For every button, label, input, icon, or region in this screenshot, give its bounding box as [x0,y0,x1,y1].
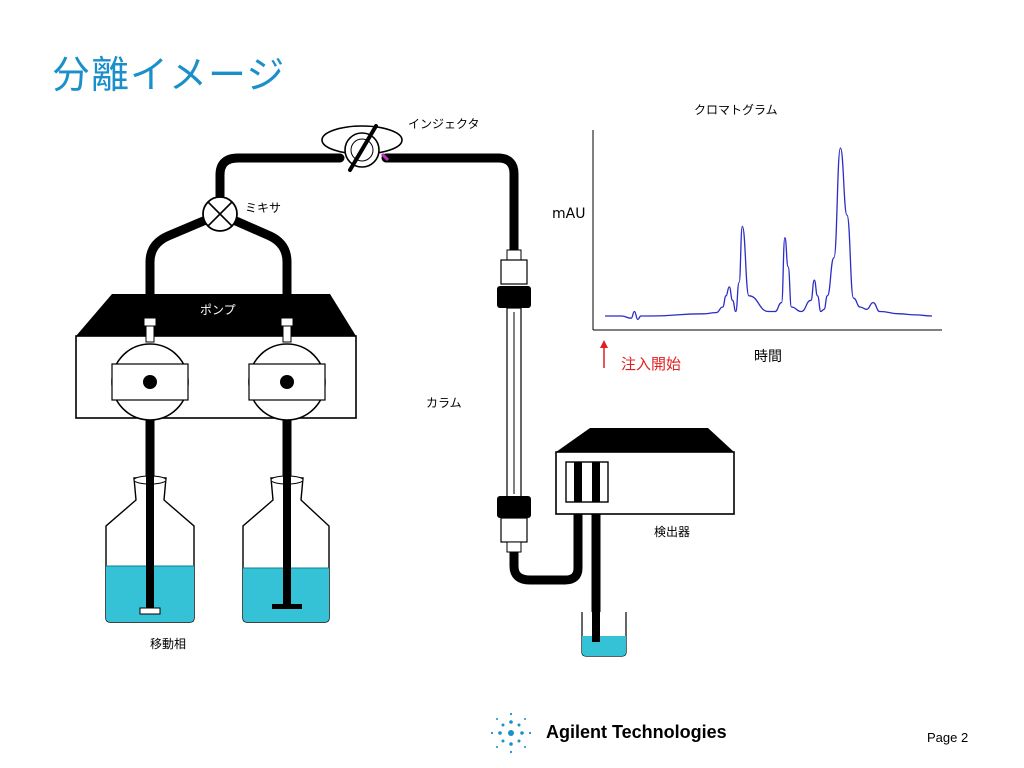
injection-marker: 注入開始 [600,340,681,373]
waste-beaker [581,600,627,657]
company-name: Agilent Technologies [546,722,727,742]
chart-series-line [604,147,933,321]
pump-head-right [248,317,326,435]
chart-xlabel: 時間 [754,349,782,365]
chart-title: クロマトグラム [694,103,778,117]
column-label: カラム [426,396,462,410]
solvent-bottle-left [105,420,195,623]
injector-label: インジェクタ [408,117,480,131]
mixer-label: ミキサ [245,201,281,215]
pump-unit: ポンプ [75,294,357,435]
mixer: ミキサ [202,196,281,232]
page-title: 分離イメージ [52,53,286,97]
page-number: Page 2 [927,730,969,745]
detector-label: 検出器 [654,525,690,539]
pump-label: ポンプ [200,303,236,317]
detector: 検出器 [555,428,735,539]
solvent-bottle-right [242,420,330,623]
injector: インジェクタ [321,117,480,172]
column: カラム [426,249,531,553]
chromatogram: クロマトグラム mAU 時間 注入開始 [552,103,942,373]
agilent-logo-icon [490,712,532,754]
injection-start-label: 注入開始 [621,355,681,373]
mobile-phase-label: 移動相 [150,637,186,651]
chart-ylabel: mAU [552,206,585,222]
